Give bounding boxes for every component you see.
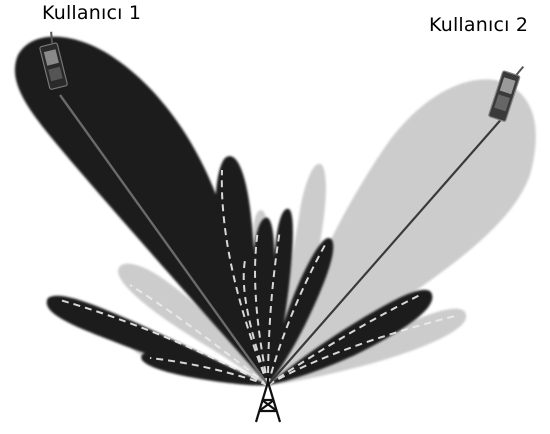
- user-1-label: Kullanıcı 1: [42, 2, 141, 24]
- user-2-label: Kullanıcı 2: [429, 14, 528, 36]
